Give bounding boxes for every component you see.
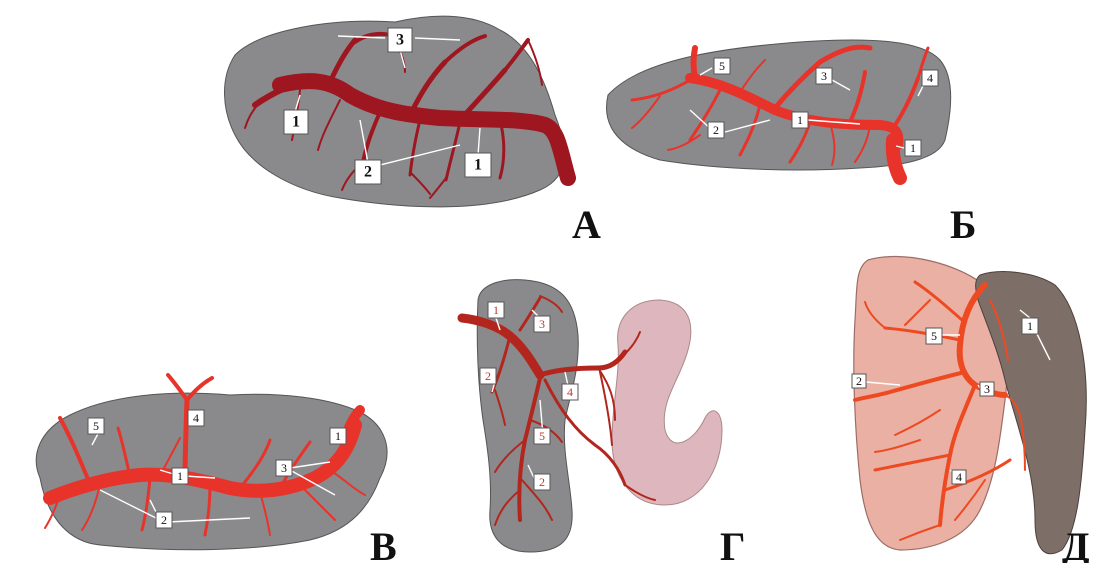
organ-g-stomach <box>612 300 722 505</box>
label-b-3: 3 <box>821 69 827 83</box>
label-g-1: 1 <box>493 303 499 317</box>
label-b-4: 4 <box>927 71 933 85</box>
label-b-2: 2 <box>713 123 719 137</box>
label-d-5: 5 <box>931 329 937 343</box>
label-g-3: 3 <box>539 317 545 331</box>
label-g-2: 2 <box>485 369 491 383</box>
label-b-1: 1 <box>797 113 803 127</box>
label-a-2: 2 <box>364 164 372 181</box>
panel-d: 1 5 2 3 4 Д <box>852 257 1090 563</box>
panel-v: 4 5 1 1 3 2 В <box>36 375 396 563</box>
label-b-1b: 1 <box>910 141 916 155</box>
panel-b: 5 3 4 2 1 1 Б <box>607 40 977 247</box>
label-a-3: 3 <box>396 32 404 49</box>
label-b-5: 5 <box>719 59 725 73</box>
label-g-2b: 2 <box>539 475 545 489</box>
label-v-3: 3 <box>281 461 287 475</box>
label-v-2: 2 <box>161 513 167 527</box>
label-g-4: 4 <box>567 385 573 399</box>
label-d-4: 4 <box>956 470 962 484</box>
label-g-5: 5 <box>539 429 545 443</box>
label-d-2: 2 <box>856 374 862 388</box>
label-d-3: 3 <box>984 382 990 396</box>
label-v-4: 4 <box>193 411 199 425</box>
label-v-5: 5 <box>93 419 99 433</box>
panel-letter-a: А <box>572 202 601 247</box>
panel-g: 1 3 2 4 5 2 Г <box>462 280 745 563</box>
panel-letter-d: Д <box>1062 524 1090 563</box>
label-a-1: 1 <box>292 114 300 131</box>
label-a-1b: 1 <box>474 157 482 174</box>
label-v-1: 1 <box>177 469 183 483</box>
panel-letter-g: Г <box>720 524 745 563</box>
panel-letter-v: В <box>370 524 397 563</box>
panel-a: 3 1 2 1 А <box>224 16 601 247</box>
label-v-1b: 1 <box>335 429 341 443</box>
label-d-1: 1 <box>1027 319 1033 333</box>
panel-letter-b: Б <box>950 202 976 247</box>
